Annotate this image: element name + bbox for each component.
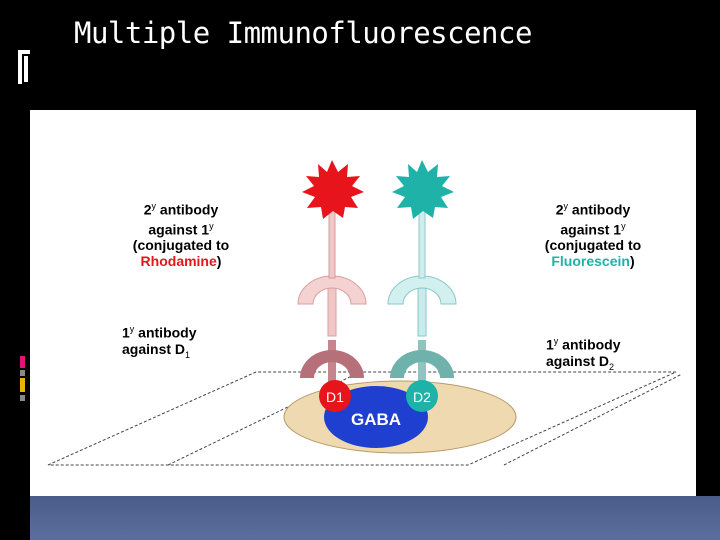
accent-bar-gray — [20, 370, 25, 376]
primary-stalk — [328, 340, 336, 386]
secondary-stem — [328, 209, 336, 279]
right-antibody: D2 — [387, 160, 457, 412]
primary-fab — [300, 350, 364, 378]
corner-mark — [18, 50, 30, 54]
fluorescein-star-icon — [392, 160, 454, 219]
corner-mark — [18, 50, 22, 84]
slide-title: Multiple Immunofluorescence — [74, 16, 532, 50]
gaba-label: GABA — [351, 410, 401, 429]
bottom-strip — [30, 496, 720, 540]
rhodamine-star-icon — [302, 160, 364, 219]
accent-bar-pink — [20, 356, 25, 368]
primary-stalk — [418, 340, 426, 386]
corner-mark — [24, 56, 28, 82]
secondary-stem — [418, 209, 426, 279]
accent-bar-gray — [20, 395, 25, 401]
left-primary-label: 1y antibody against D1 — [122, 324, 197, 360]
diagram-panel: GABA D1 D2 2y antibody against 1y (conj — [30, 110, 696, 496]
left-dark-band — [0, 0, 30, 540]
secondary-fab — [297, 275, 367, 305]
d2-antigen — [406, 380, 438, 412]
immunofluorescence-diagram: GABA D1 D2 — [47, 160, 683, 466]
left-antibody: D1 — [297, 160, 367, 412]
right-secondary-label: 2y antibody against 1y (conjugated to Fl… — [544, 201, 642, 270]
accent-bar-yellow — [20, 378, 25, 392]
secondary-fab — [387, 275, 457, 305]
right-primary-label: 1y antibody against D2 — [546, 336, 621, 372]
left-secondary-label: 2y antibody against 1y (conjugated to Rh… — [132, 201, 230, 270]
plane-line — [503, 373, 683, 466]
d1-antigen — [319, 380, 351, 412]
d2-label: D2 — [413, 389, 431, 405]
d1-label: D1 — [326, 389, 344, 405]
primary-fab — [390, 350, 454, 378]
